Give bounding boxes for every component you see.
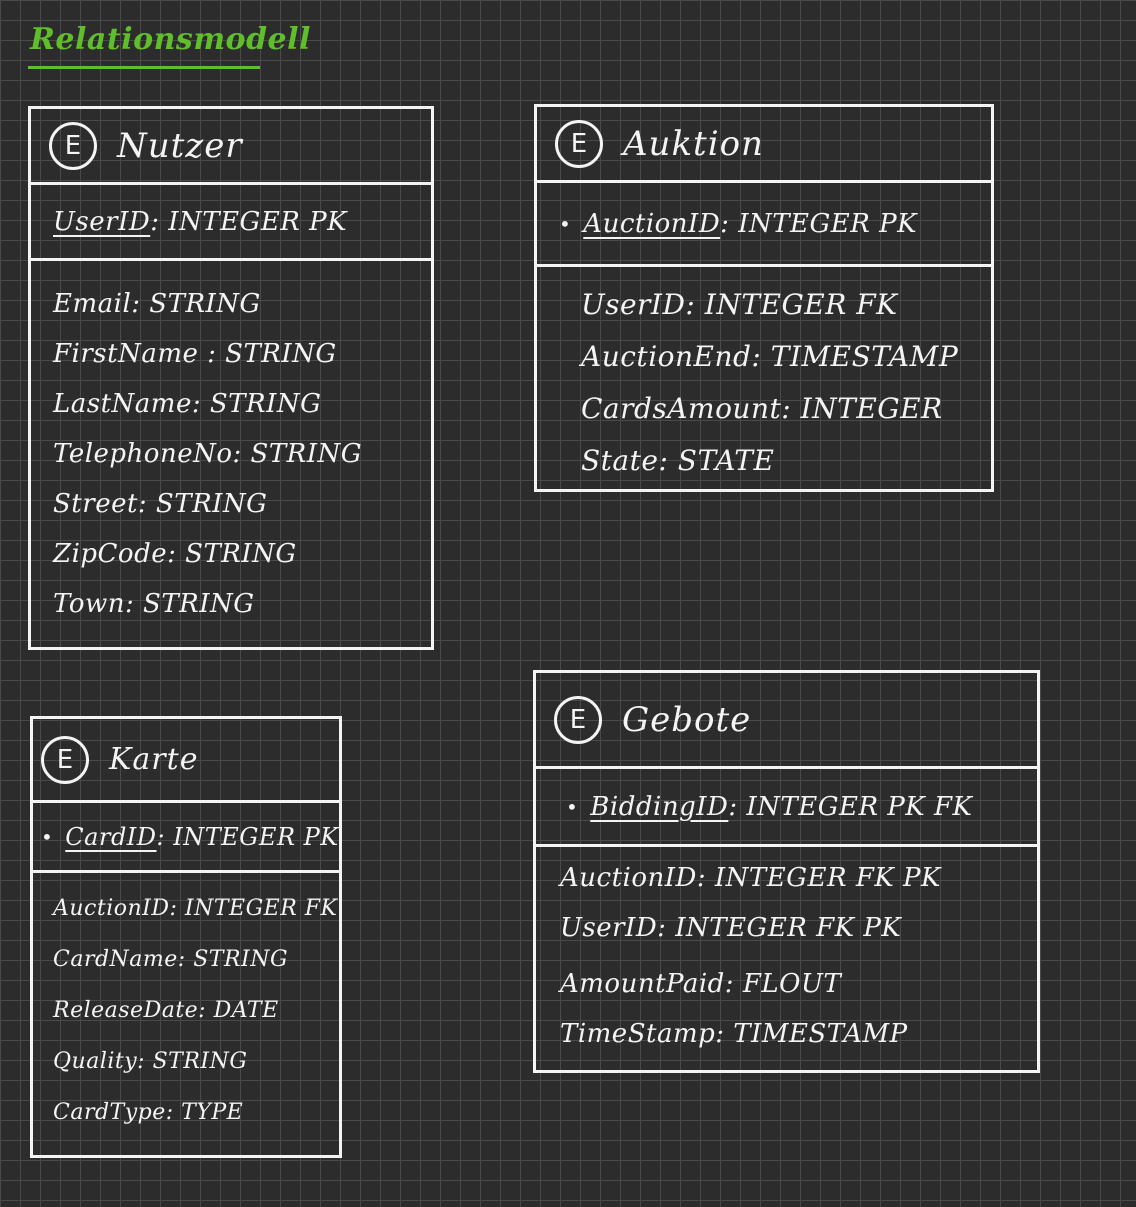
bullet-icon: • [41, 824, 54, 849]
entity-name: Gebote [622, 699, 752, 740]
attribute: State: STATE [581, 444, 775, 477]
entity-name: Auktion [623, 123, 764, 164]
primary-key-row: • CardID : INTEGER PK [33, 803, 339, 873]
entity-header: E Karte [33, 719, 339, 803]
primary-key-name: UserID [53, 206, 151, 237]
attribute: UserID: INTEGER FK PK [560, 913, 902, 943]
attribute: TimeStamp: TIMESTAMP [560, 1019, 908, 1049]
primary-key-type: : INTEGER PK [720, 208, 918, 239]
attribute: CardName: STRING [53, 947, 289, 972]
entity-badge-icon: E [554, 695, 602, 744]
entity-name: Karte [109, 742, 199, 777]
attribute: Street: STRING [53, 489, 268, 519]
entity-header: E Gebote [536, 673, 1037, 769]
entity-header: E Auktion [537, 107, 991, 183]
primary-key-row: • AuctionID : INTEGER PK [537, 183, 991, 267]
primary-key-row: UserID : INTEGER PK [31, 185, 431, 261]
attribute: UserID: INTEGER FK [581, 288, 898, 321]
entity-name: Nutzer [117, 125, 243, 166]
primary-key-type: : INTEGER PK FK [728, 791, 973, 822]
entity-badge-icon: E [41, 735, 89, 784]
attribute: CardsAmount: INTEGER [581, 392, 943, 425]
attribute: AuctionID: INTEGER FK PK [560, 863, 941, 893]
title-underline [28, 66, 260, 69]
attribute: Town: STRING [53, 589, 255, 619]
attribute: AuctionEnd: TIMESTAMP [581, 340, 959, 373]
attribute: FirstName : STRING [53, 339, 337, 369]
entity-gebote: E Gebote • BiddingID : INTEGER PK FK Auc… [533, 670, 1040, 1073]
attribute: LastName: STRING [53, 389, 322, 419]
entity-badge-icon: E [555, 119, 603, 168]
attribute-list: AuctionID: INTEGER FK CardName: STRING R… [33, 873, 339, 1138]
entity-auktion: E Auktion • AuctionID : INTEGER PK UserI… [534, 104, 994, 492]
primary-key-type: : INTEGER PK [150, 206, 348, 237]
bullet-icon: • [566, 794, 579, 819]
attribute: CardType: TYPE [53, 1100, 244, 1125]
attribute: AmountPaid: FLOUT [560, 969, 842, 999]
primary-key-name: BiddingID [590, 791, 729, 822]
attribute: Quality: STRING [53, 1049, 248, 1074]
attribute-list: AuctionID: INTEGER FK PK UserID: INTEGER… [536, 847, 1037, 1059]
entity-nutzer: E Nutzer UserID : INTEGER PK Email: STRI… [28, 106, 434, 650]
primary-key-row: • BiddingID : INTEGER PK FK [536, 769, 1037, 847]
primary-key-name: CardID [65, 822, 157, 851]
attribute: ReleaseDate: DATE [53, 998, 279, 1023]
entity-karte: E Karte • CardID : INTEGER PK AuctionID:… [30, 716, 342, 1158]
entity-badge-icon: E [49, 121, 97, 170]
attribute-list: UserID: INTEGER FK AuctionEnd: TIMESTAMP… [537, 267, 991, 487]
bullet-icon: • [559, 211, 572, 236]
primary-key-name: AuctionID [583, 208, 721, 239]
attribute: AuctionID: INTEGER FK [53, 896, 338, 921]
page-title: Relationsmodell [30, 22, 311, 57]
entity-header: E Nutzer [31, 109, 431, 185]
attribute: ZipCode: STRING [53, 539, 297, 569]
attribute-list: Email: STRING FirstName : STRING LastNam… [31, 261, 431, 629]
attribute: TelephoneNo: STRING [53, 439, 363, 469]
primary-key-type: : INTEGER PK [156, 822, 339, 851]
attribute: Email: STRING [53, 289, 261, 319]
